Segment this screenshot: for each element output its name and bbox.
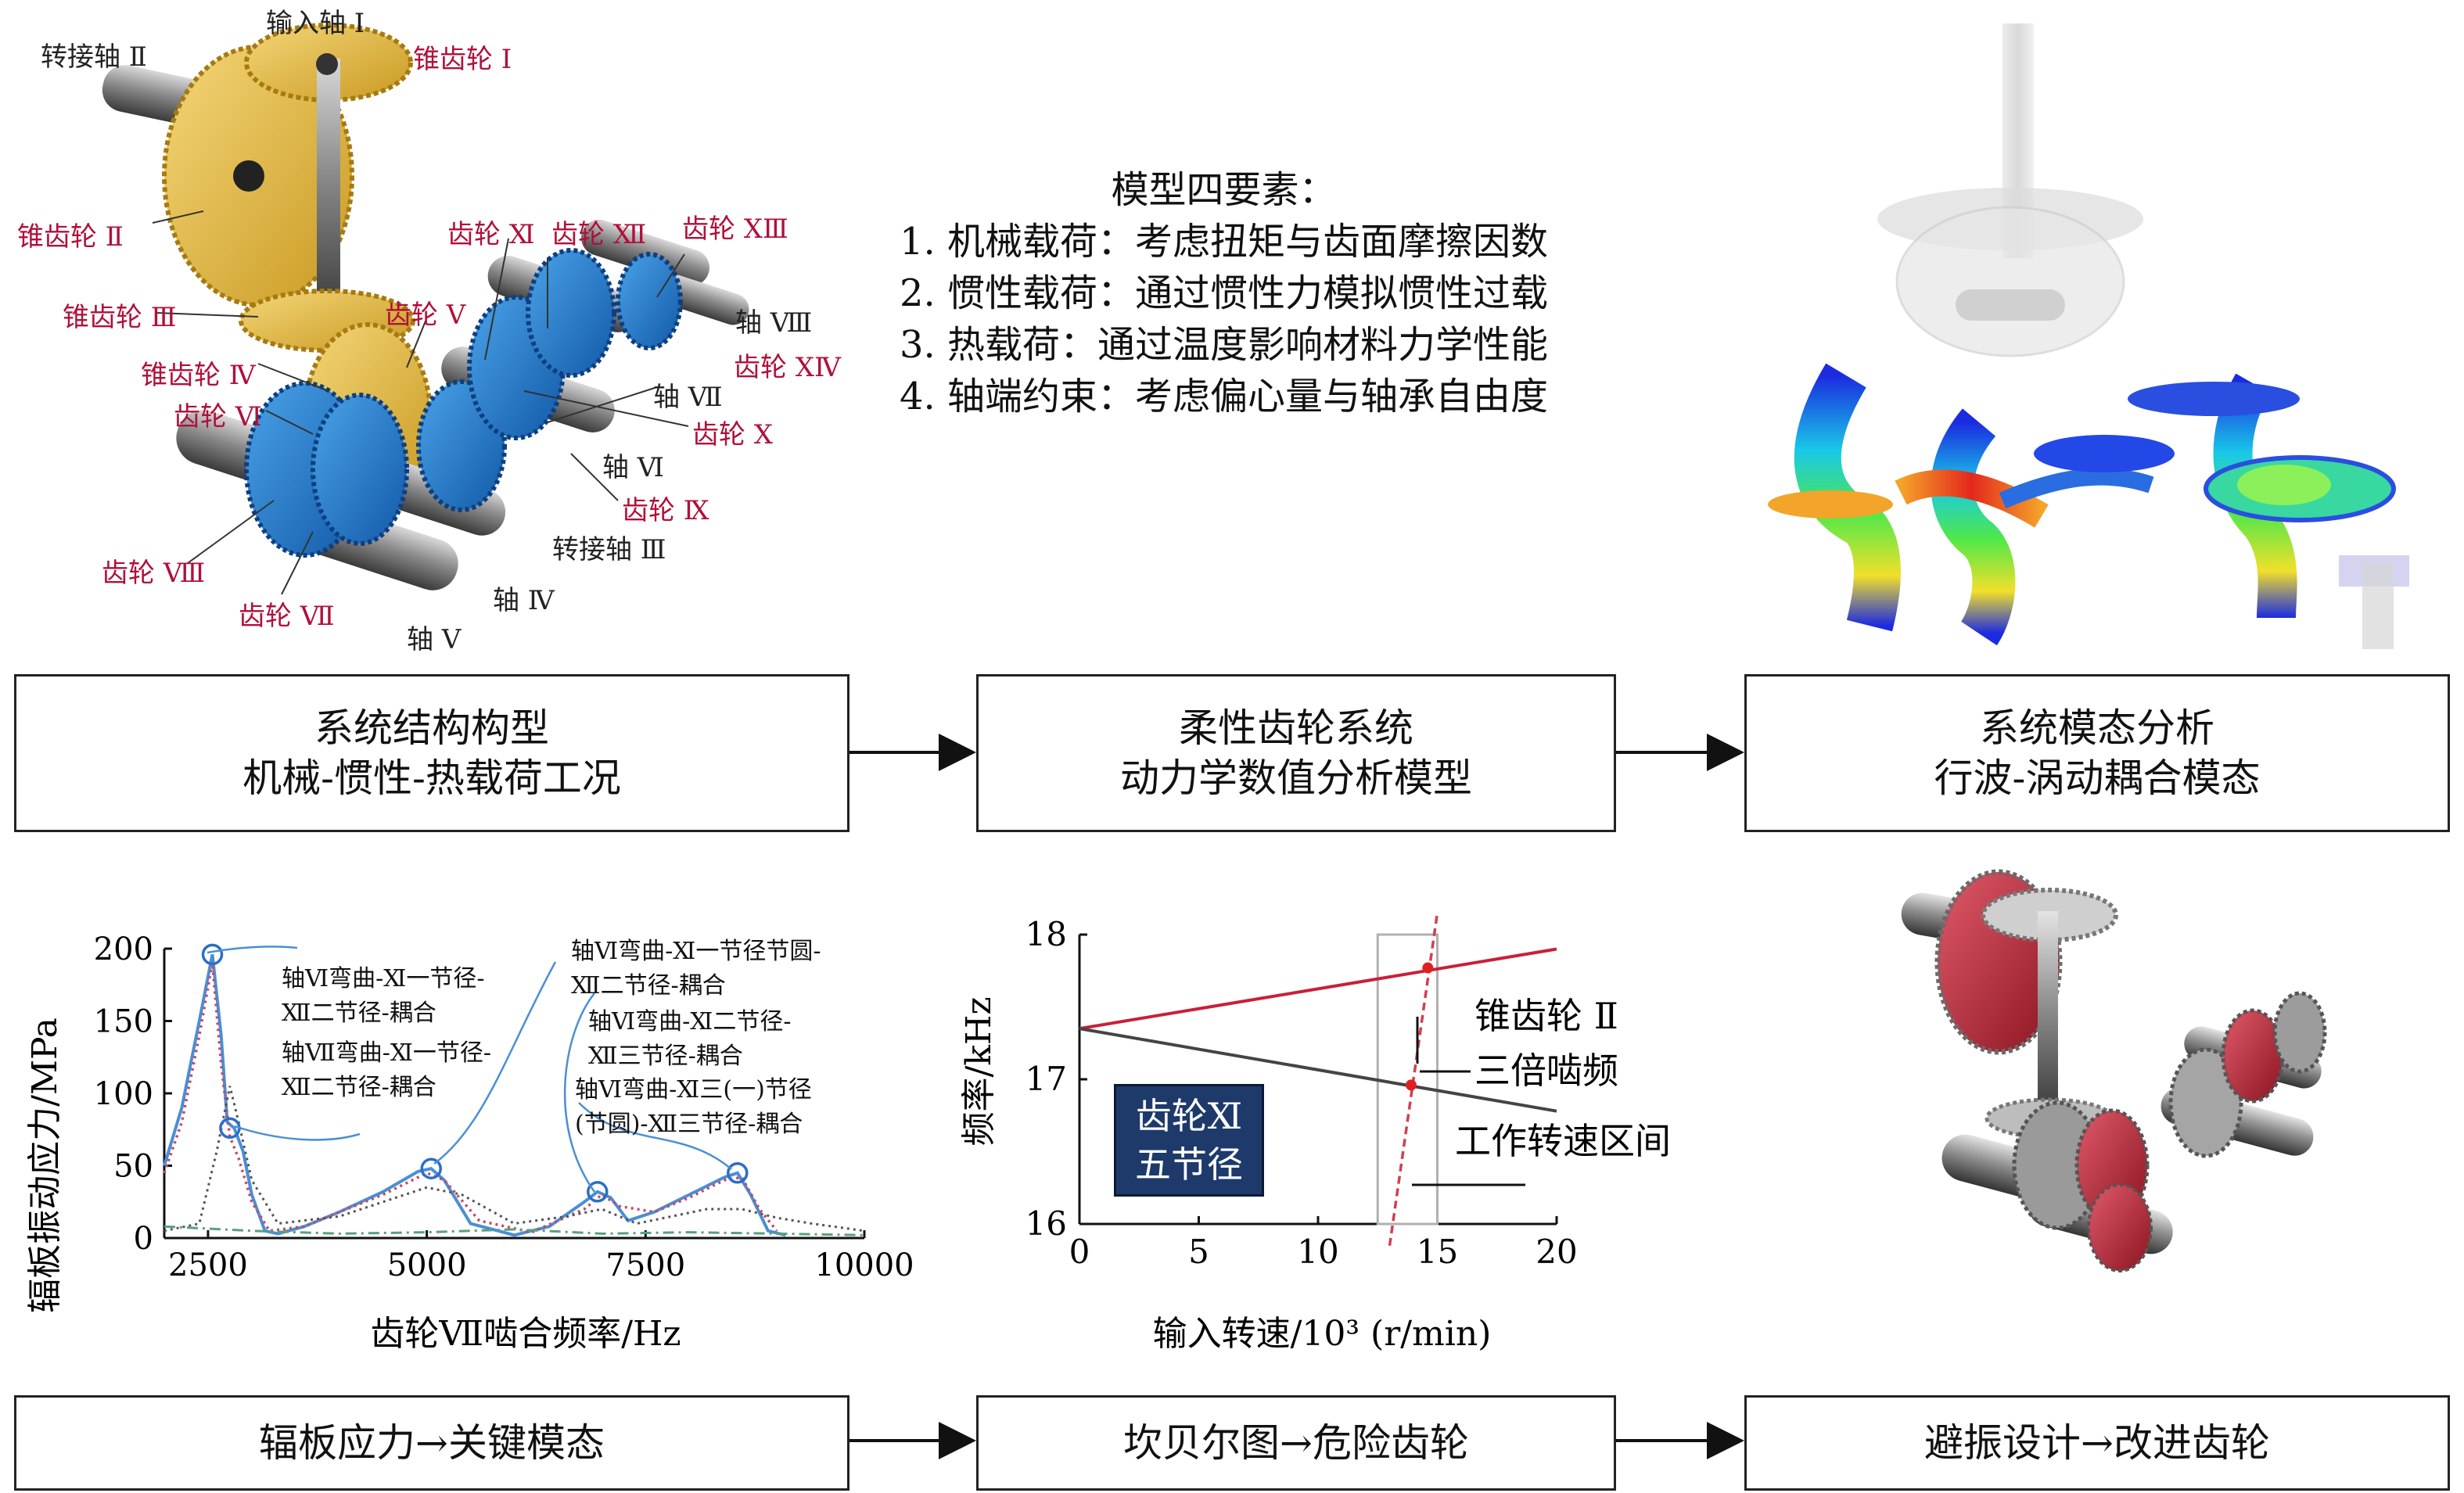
campbell-bevel-label: 锥齿轮 Ⅱ: [1474, 995, 1618, 1037]
campbell-x-tick-label: 5: [1188, 1233, 1209, 1271]
label-bevel-gear-3: 锥齿轮 Ⅲ: [63, 302, 177, 333]
flow-box-modal-analysis: 系统模态分析 行波-涡动耦合模态: [1744, 674, 2450, 832]
campbell-series-1: [1079, 947, 1557, 1031]
flow-box-key-mode: 辐板应力→关键模态: [14, 1395, 849, 1491]
label-gear-13: 齿轮 XⅢ: [682, 214, 788, 245]
stress-annotation-4: 轴Ⅵ弯曲-Ⅺ二节径-Ⅻ三节径-耦合: [588, 1008, 792, 1070]
label-shaft-5: 轴 Ⅴ: [407, 624, 462, 655]
stress-x-tick-label: 2500: [168, 1247, 248, 1283]
model-element-item: 3. 热载荷：通过温度影响材料力学性能: [900, 323, 1549, 367]
stress-chart: 0 50 100 150 200 2500 5000 7500 10000 辐板振动应力/MPa…: [25, 931, 914, 1354]
stress-y-tick-label: 50: [113, 1149, 153, 1185]
modal-analysis-illustration: [1768, 23, 2409, 649]
flow-box-modal-analysis-line1: 系统模态分析: [1980, 705, 2214, 751]
label-shaft-6: 轴 Ⅵ: [602, 452, 665, 483]
model-element-item: 4. 轴端约束：考虑偏心量与轴承自由度: [900, 375, 1549, 418]
label-gear-9: 齿轮 Ⅸ: [622, 495, 709, 526]
flow-box-modal-analysis-line2: 行波-涡动耦合模态: [1934, 755, 2261, 801]
flow-box-structure: 系统结构构型 机械-惯性-热载荷工况: [14, 674, 849, 832]
flow-box-structure-line2: 机械-惯性-热载荷工况: [242, 755, 621, 801]
label-gear-11: 齿轮 Ⅺ: [447, 219, 535, 250]
campbell-y-tick-label: 17: [1025, 1060, 1067, 1098]
flow-box-dynamic-model-line2: 动力学数值分析模型: [1120, 755, 1472, 801]
stress-peak-marker: [420, 1157, 442, 1179]
flow-box-dynamic-model: 柔性齿轮系统 动力学数值分析模型: [976, 674, 1616, 832]
stress-y-label: 辐板振动应力/MPa: [25, 1017, 65, 1313]
label-gear-12: 齿轮 Ⅻ: [551, 219, 647, 250]
stress-x-tick-label: 5000: [387, 1247, 467, 1283]
campbell-x-tick-label: 15: [1417, 1233, 1458, 1271]
campbell-y-tick-label: 16: [1025, 1204, 1067, 1243]
stress-series-3: [163, 1086, 865, 1233]
campbell-x-label: 输入转速/10³ (r/min): [1153, 1314, 1492, 1354]
stress-y-tick-label: 200: [94, 931, 153, 967]
stress-y-tick-label: 150: [94, 1004, 153, 1040]
label-bevel-gear-4: 锥齿轮 Ⅳ: [141, 360, 256, 391]
stress-y-tick-label: 100: [94, 1076, 153, 1112]
model-element-item: 1. 机械载荷：考虑扭矩与齿面摩擦因数: [900, 220, 1549, 264]
blue-gears: [244, 248, 683, 558]
label-gear-14: 齿轮 XⅣ: [734, 352, 841, 383]
label-bevel-gear-1: 锥齿轮 Ⅰ: [413, 44, 512, 75]
campbell-series-2: [1079, 1027, 1557, 1113]
stress-x-tick-label: 10000: [814, 1247, 914, 1283]
model-elements-list: 模型四要素： 1. 机械载荷：考虑扭矩与齿面摩擦因数 2. 惯性载荷：通过惯性力…: [900, 164, 1548, 422]
campbell-x-tick-label: 0: [1069, 1233, 1090, 1271]
campbell-triple-label: 三倍啮频: [1474, 1050, 1618, 1092]
label-transfer-shaft-3: 转接轴 Ⅲ: [552, 534, 666, 565]
label-gear-8: 齿轮 Ⅷ: [102, 558, 206, 589]
model-element-item: 2. 惯性载荷：通过惯性力模拟惯性过载: [900, 271, 1549, 315]
stress-peak-marker: [727, 1162, 749, 1184]
campbell-y-label: 频率/kHz: [959, 996, 999, 1146]
model-elements-title: 模型四要素：: [1111, 168, 1337, 212]
label-gear-10: 齿轮 Ⅹ: [692, 419, 774, 450]
campbell-range-label: 工作转速区间: [1455, 1120, 1671, 1162]
stress-x-tick-label: 7500: [605, 1247, 685, 1283]
flow-box-improved-gear: 避振设计→改进齿轮: [1744, 1395, 2450, 1491]
stress-annotation-5: 轴Ⅵ弯曲-Ⅺ三(一)节径(节圆)-Ⅻ三节径-耦合: [575, 1076, 812, 1138]
campbell-x-tick-label: 10: [1297, 1233, 1338, 1271]
label-gear-5: 齿轮 Ⅴ: [385, 300, 466, 331]
flow-box-dynamic-model-line1: 柔性齿轮系统: [1179, 705, 1413, 751]
label-bevel-gear-2: 锥齿轮 Ⅱ: [17, 221, 124, 253]
label-transfer-shaft-2: 转接轴 Ⅱ: [41, 41, 147, 73]
stress-peak-marker: [587, 1181, 609, 1203]
stress-x-label: 齿轮Ⅶ啮合频率/Hz: [370, 1314, 681, 1354]
label-gear-6: 齿轮 Ⅵ: [174, 401, 263, 432]
campbell-x-tick-label: 20: [1536, 1233, 1577, 1271]
label-gear-7: 齿轮 Ⅶ: [239, 601, 335, 632]
gear-xi-badge: 齿轮Ⅺ 五节径: [1114, 1084, 1264, 1197]
flow-box-dangerous-gear: 坎贝尔图→危险齿轮: [976, 1395, 1616, 1491]
stress-annotation-1: 轴Ⅵ弯曲-Ⅺ一节径-Ⅻ二节径-耦合: [282, 965, 485, 1027]
campbell-intersection-point: [1405, 1079, 1417, 1091]
campbell-intersection-point: [1422, 962, 1434, 974]
label-shaft-8: 轴 Ⅷ: [735, 307, 813, 339]
stress-y-tick-label: 0: [134, 1221, 153, 1257]
label-input-shaft-1: 输入轴 Ⅰ: [266, 8, 365, 39]
stress-peak-marker: [201, 943, 224, 966]
stress-series-4: [163, 1225, 865, 1236]
campbell-y-tick-label: 18: [1025, 915, 1067, 953]
label-shaft-7: 轴 Ⅶ: [653, 382, 723, 413]
campbell-chart: 16 17 18 0 5 10 15 20 频率/kHz 输入转速/10³ (r/min) 锥…: [959, 913, 1671, 1354]
improved-gear-illustration: [1901, 869, 2327, 1272]
stress-annotation-2: 轴Ⅶ弯曲-Ⅺ一节径-Ⅻ二节径-耦合: [282, 1039, 492, 1101]
campbell-series-3: [1388, 913, 1439, 1247]
flow-box-structure-line1: 系统结构构型: [314, 705, 549, 751]
gear-system-illustration: [102, 23, 749, 595]
label-shaft-4: 轴 Ⅳ: [493, 585, 555, 616]
stress-annotation-3: 轴Ⅵ弯曲-Ⅺ一节径节圆-Ⅻ二节径-耦合: [571, 938, 821, 1000]
